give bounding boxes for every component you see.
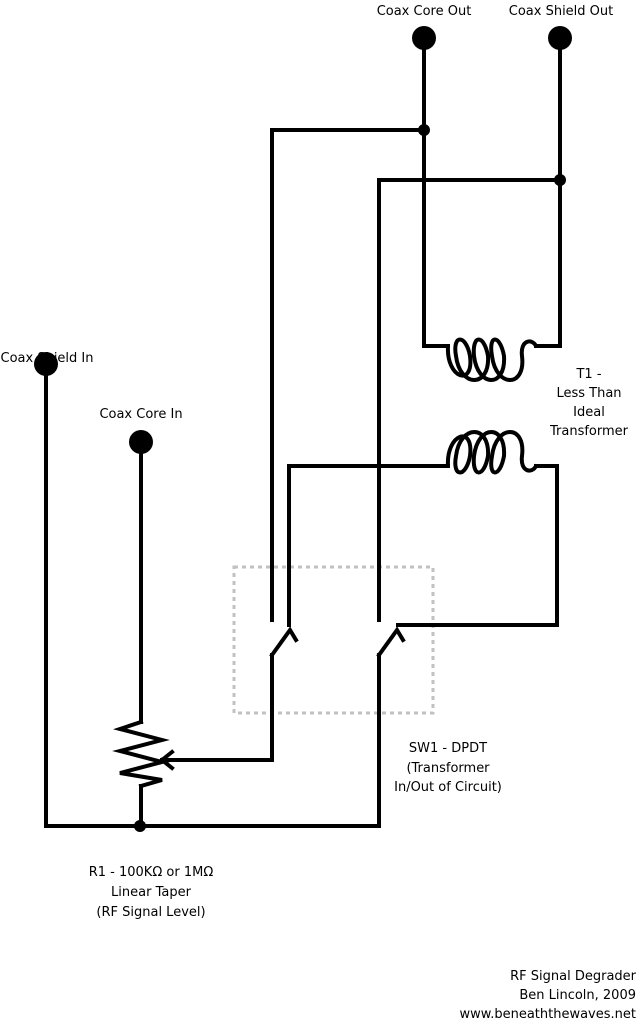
terminal-coax-core-in: [129, 430, 153, 454]
credits-title: RF Signal Degrader: [510, 969, 637, 984]
transformer-t1-secondary-coil: [445, 430, 538, 475]
terminal-coax-shield-in: [34, 352, 58, 376]
credits-author: Ben Lincoln, 2009: [519, 988, 636, 1003]
label-transformer-line1: T1 -: [575, 367, 601, 382]
label-resistor-line2: Linear Taper: [111, 885, 192, 900]
wire-switch2-to-ground: [138, 653, 381, 828]
wire-shield-out: [534, 36, 562, 348]
resistor-r1: [112, 719, 170, 789]
wire-secondary-right: [396, 464, 559, 627]
label-coax-shield-out: Coax Shield Out: [509, 4, 614, 19]
label-switch-line1: SW1 - DPDT: [409, 741, 487, 756]
wire-switch1-to-wiper: [160, 653, 274, 762]
junction-core-out: [418, 124, 430, 136]
switch-sw1-housing: [232, 565, 435, 715]
label-transformer-line2: Less Than: [556, 386, 621, 401]
resistor-wiper-arrow: [159, 749, 175, 771]
wire-secondary-left: [287, 464, 450, 627]
label-transformer-line3: Ideal: [573, 405, 605, 420]
label-coax-core-in: Coax Core In: [99, 407, 182, 422]
label-coax-shield-in: Coax Shield In: [1, 351, 94, 366]
label-coax-core-out: Coax Core Out: [377, 4, 472, 19]
wire-shield-in: [44, 362, 142, 828]
switch-blade-pole2: [376, 626, 406, 658]
junction-ground: [134, 820, 146, 832]
label-resistor-line3: (RF Signal Level): [96, 905, 205, 920]
terminal-coax-shield-out: [548, 26, 572, 50]
wire-switch2-bypass: [377, 178, 562, 622]
label-transformer-line4: Transformer: [549, 424, 629, 439]
transformer-t1-primary-coil: [445, 337, 538, 382]
credits-website: www.beneaththewaves.net: [460, 1007, 637, 1022]
wire-switch1-bypass: [270, 128, 426, 622]
terminal-coax-core-out: [412, 26, 436, 50]
wire-core-out: [422, 36, 450, 348]
label-switch-line3: In/Out of Circuit): [394, 780, 502, 795]
label-switch-line2: (Transformer: [406, 761, 490, 776]
junction-shield-out: [554, 174, 566, 186]
switch-blade-pole1: [269, 626, 299, 658]
label-resistor-line1: R1 - 100KΩ or 1MΩ: [89, 865, 214, 880]
